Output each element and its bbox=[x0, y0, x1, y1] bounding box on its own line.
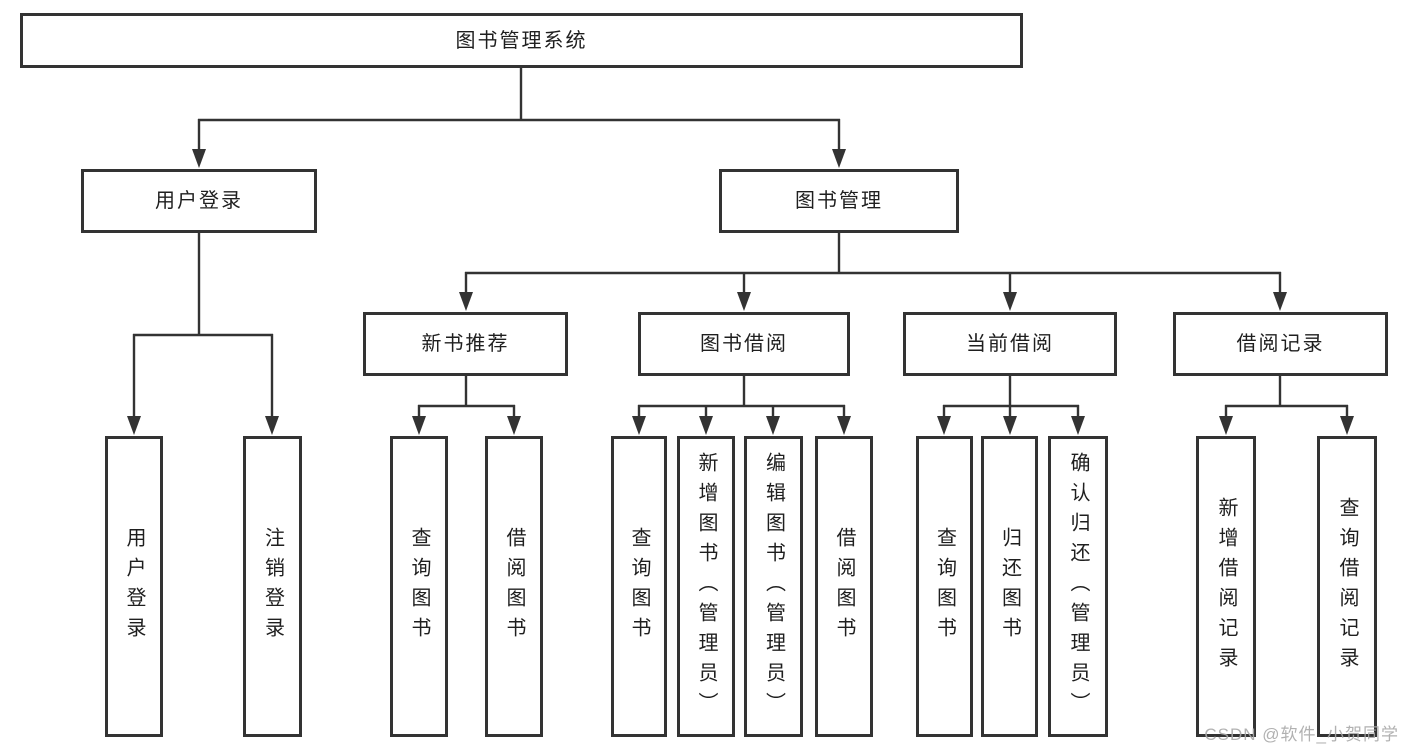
leaf-user-login-label: 用户登录 bbox=[123, 526, 145, 647]
watermark: CSDN @软件_小贺同学 bbox=[1204, 725, 1399, 744]
leaf-borrow-book-recommend-label: 借阅图书 bbox=[503, 526, 525, 647]
node-current-borrow: 当前借阅 bbox=[903, 312, 1117, 376]
node-borrow-record: 借阅记录 bbox=[1173, 312, 1388, 376]
node-user-login-label: 用户登录 bbox=[155, 190, 243, 212]
edge-user-login-to-children bbox=[127, 232, 279, 435]
leaf-logout-login: 注销登录 bbox=[243, 436, 302, 737]
node-root: 图书管理系统 bbox=[20, 13, 1023, 68]
leaf-edit-book-admin-label: 编辑图书（管理员） bbox=[762, 451, 785, 722]
leaf-return-book: 归还图书 bbox=[981, 436, 1038, 737]
leaf-borrow-book-borrow: 借阅图书 bbox=[815, 436, 873, 737]
node-book-management-label: 图书管理 bbox=[795, 190, 883, 212]
leaf-query-book-recommend-label: 查询图书 bbox=[408, 526, 430, 647]
edge-borrow-record-to-children bbox=[1219, 375, 1354, 435]
node-borrow-record-label: 借阅记录 bbox=[1236, 333, 1325, 355]
leaf-add-book-admin: 新增图书（管理员） bbox=[677, 436, 735, 737]
node-new-book-recommend: 新书推荐 bbox=[363, 312, 568, 376]
edge-current-borrow-to-children bbox=[937, 375, 1085, 435]
edge-root-to-level2 bbox=[192, 67, 846, 168]
edge-new-book-recommend-to-children bbox=[412, 375, 521, 435]
leaf-query-book-current-label: 查询图书 bbox=[933, 526, 956, 647]
leaf-logout-login-label: 注销登录 bbox=[261, 526, 284, 647]
leaf-add-borrow-record: 新增借阅记录 bbox=[1196, 436, 1256, 737]
leaf-edit-book-admin: 编辑图书（管理员） bbox=[744, 436, 803, 737]
leaf-add-book-admin-label: 新增图书（管理员） bbox=[695, 451, 717, 722]
node-root-label: 图书管理系统 bbox=[455, 29, 588, 52]
node-new-book-recommend-label: 新书推荐 bbox=[421, 333, 510, 355]
node-book-management: 图书管理 bbox=[719, 169, 959, 233]
leaf-user-login: 用户登录 bbox=[105, 436, 163, 737]
node-book-borrow: 图书借阅 bbox=[638, 312, 850, 376]
leaf-add-borrow-record-label: 新增借阅记录 bbox=[1215, 496, 1237, 677]
edge-book-management-to-children bbox=[459, 232, 1287, 311]
leaf-borrow-book-borrow-label: 借阅图书 bbox=[833, 526, 855, 647]
leaf-query-borrow-record: 查询借阅记录 bbox=[1317, 436, 1377, 737]
leaf-return-book-label: 归还图书 bbox=[998, 526, 1021, 647]
edge-book-borrow-to-children bbox=[632, 375, 851, 435]
leaf-borrow-book-recommend: 借阅图书 bbox=[485, 436, 543, 737]
node-user-login: 用户登录 bbox=[81, 169, 317, 233]
leaf-query-book-recommend: 查询图书 bbox=[390, 436, 448, 737]
leaf-confirm-return-admin-label: 确认归还（管理员） bbox=[1067, 451, 1089, 722]
leaf-query-book-borrow-label: 查询图书 bbox=[628, 526, 650, 647]
node-current-borrow-label: 当前借阅 bbox=[966, 333, 1054, 355]
node-book-borrow-label: 图书借阅 bbox=[700, 333, 788, 355]
leaf-query-borrow-record-label: 查询借阅记录 bbox=[1336, 496, 1358, 677]
leaf-confirm-return-admin: 确认归还（管理员） bbox=[1048, 436, 1108, 737]
leaf-query-book-borrow: 查询图书 bbox=[611, 436, 667, 737]
leaf-query-book-current: 查询图书 bbox=[916, 436, 973, 737]
